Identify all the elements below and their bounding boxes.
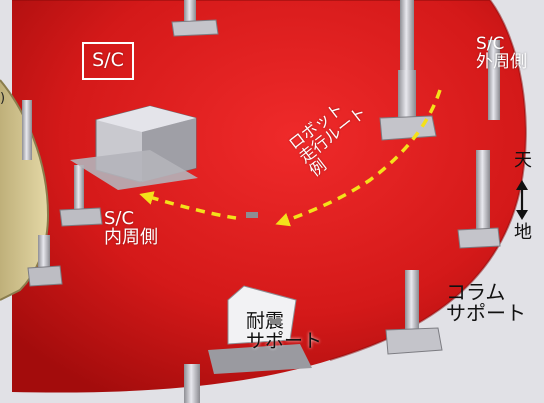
column-supports [385,40,501,355]
sc-box-label: S/C [82,42,134,80]
sc-inner-side-label: S/C 内周側 [104,208,158,248]
bottom-direction-label: 地 [514,222,532,243]
top-supports [171,0,437,141]
inner-wall [0,80,48,300]
sc-outer-side-label: S/C 外周側 [476,34,527,72]
robot-route-arrow-outer [275,89,442,227]
seismic-support-label: 耐震 サポート [246,310,323,352]
top-direction-label: 天 [514,150,532,171]
edge-mark: ) [0,91,6,106]
column-support-label: コラム サポート [446,280,526,325]
torus-vessel [12,0,526,393]
vertical-arrow [516,180,528,220]
robot-route-arrow-inner [139,191,237,220]
seismic-support-block [184,285,312,403]
equipment-box [70,105,198,190]
left-supports [22,100,103,287]
